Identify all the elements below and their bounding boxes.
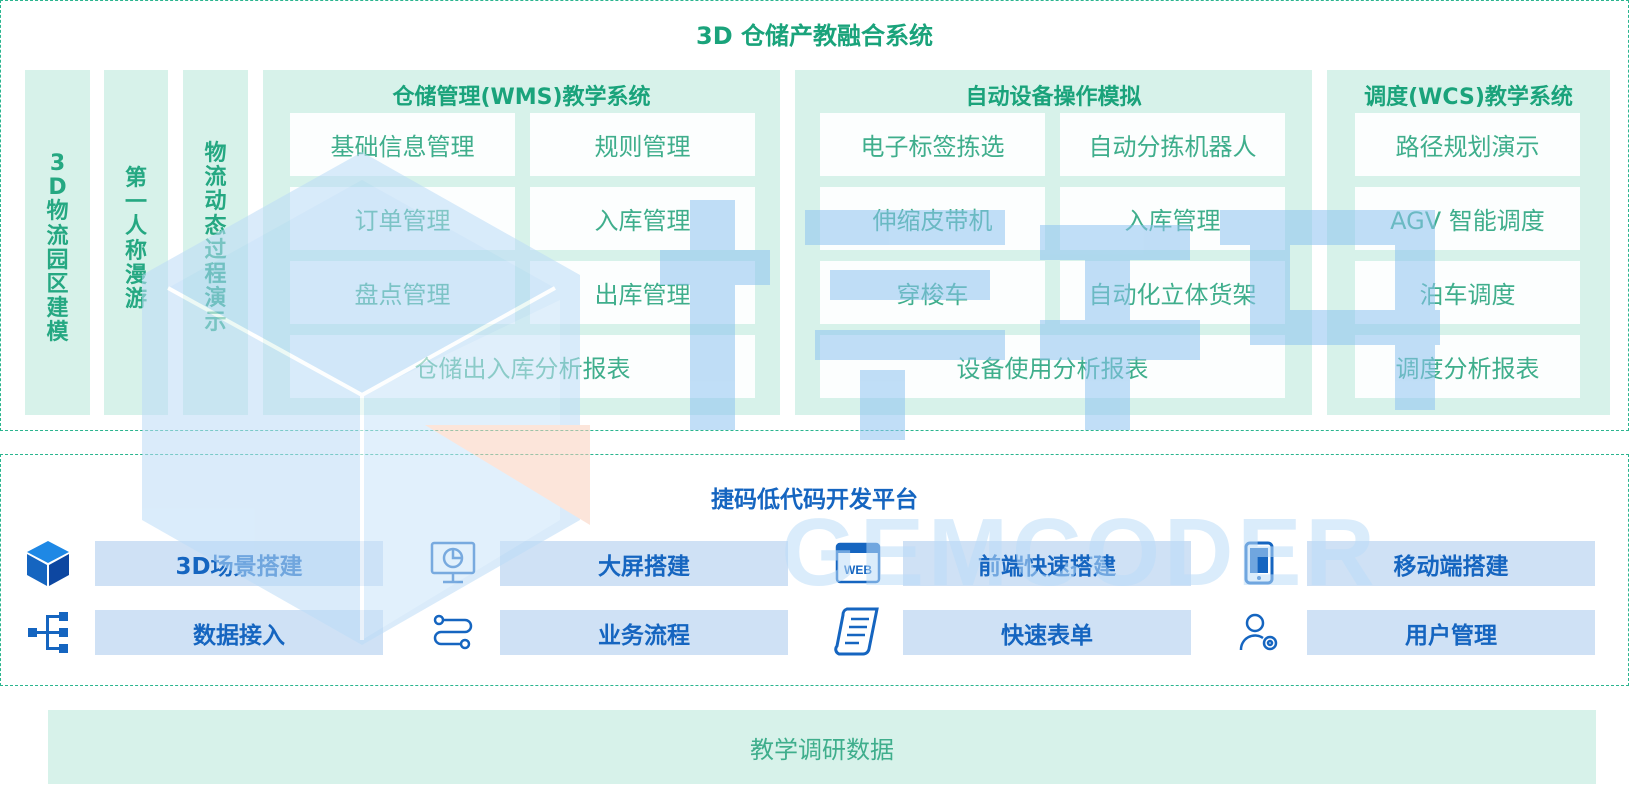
device-cell[interactable]: 入库管理 (1060, 187, 1285, 250)
column-first-person-roam-label: 第一人称漫游 (124, 166, 147, 312)
svg-text:WEB: WEB (844, 563, 872, 577)
wms-panel-title: 仓储管理(WMS)教学系统 (392, 85, 651, 110)
cube-icon (23, 538, 73, 588)
column-logistics-demo-label: 物流动态过程演示 (204, 141, 227, 336)
platform-item-user-management[interactable]: 用户管理 (1307, 610, 1595, 655)
platform-item-data-access[interactable]: 数据接入 (95, 610, 383, 655)
wms-cell[interactable]: 订单管理 (290, 187, 515, 250)
form-scroll-icon (830, 603, 884, 659)
wcs-cell[interactable]: 泊车调度 (1355, 261, 1580, 324)
workflow-icon (428, 607, 478, 657)
wms-report-cell[interactable]: 仓储出入库分析报表 (290, 335, 755, 398)
data-tree-icon (23, 607, 73, 657)
device-panel-title: 自动设备操作模拟 (965, 85, 1142, 110)
wms-cell[interactable]: 出库管理 (530, 261, 755, 324)
platform-item-frontend[interactable]: 前端快速搭建 (903, 541, 1191, 586)
platform-item-mobile[interactable]: 移动端搭建 (1307, 541, 1595, 586)
system-title: 3D 仓储产教融合系统 (696, 22, 933, 50)
platform-item-business-flow[interactable]: 业务流程 (500, 610, 788, 655)
tablet-icon (1234, 538, 1284, 588)
wcs-cell[interactable]: 路径规划演示 (1355, 113, 1580, 176)
column-3d-park-modeling: 3D物流园区建模 (25, 70, 90, 415)
web-icon: WEB (833, 538, 883, 588)
platform-title: 捷码低代码开发平台 (711, 487, 918, 513)
column-first-person-roam: 第一人称漫游 (104, 70, 168, 415)
teaching-research-data-bar[interactable]: 教学调研数据 (48, 710, 1596, 784)
device-cell[interactable]: 穿梭车 (820, 261, 1045, 324)
device-cell[interactable]: 伸缩皮带机 (820, 187, 1045, 250)
platform-item-3d-scene[interactable]: 3D场景搭建 (95, 541, 383, 586)
wms-cell[interactable]: 基础信息管理 (290, 113, 515, 176)
wms-cell[interactable]: 盘点管理 (290, 261, 515, 324)
device-cell[interactable]: 自动分拣机器人 (1060, 113, 1285, 176)
wms-cell[interactable]: 规则管理 (530, 113, 755, 176)
platform-item-big-screen[interactable]: 大屏搭建 (500, 541, 788, 586)
device-report-cell[interactable]: 设备使用分析报表 (820, 335, 1285, 398)
wcs-cell[interactable]: 调度分析报表 (1355, 335, 1580, 398)
column-3d-park-modeling-label: 3D物流园区建模 (46, 151, 69, 346)
device-cell[interactable]: 电子标签拣选 (820, 113, 1045, 176)
device-cell[interactable]: 自动化立体货架 (1060, 261, 1285, 324)
dashboard-screen-icon (428, 538, 478, 588)
wms-cell[interactable]: 入库管理 (530, 187, 755, 250)
wcs-cell[interactable]: AGV 智能调度 (1355, 187, 1580, 250)
platform-item-quick-form[interactable]: 快速表单 (903, 610, 1191, 655)
user-gear-icon (1234, 607, 1284, 657)
wcs-panel-title: 调度(WCS)教学系统 (1364, 85, 1573, 110)
column-logistics-demo: 物流动态过程演示 (183, 70, 248, 415)
